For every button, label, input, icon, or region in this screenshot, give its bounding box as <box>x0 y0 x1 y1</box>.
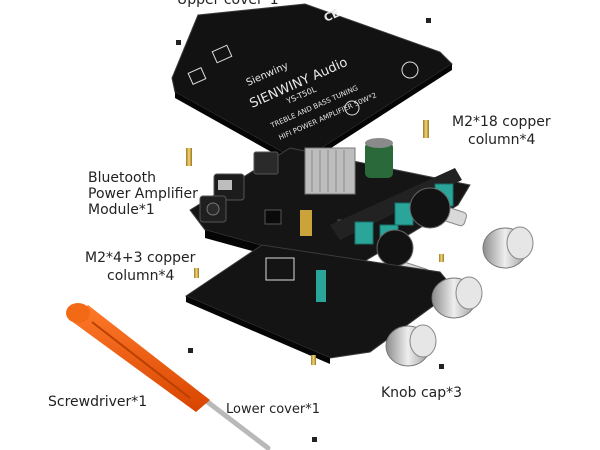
dial-icon-2 <box>344 100 360 116</box>
pot-base <box>316 270 326 302</box>
capacitor <box>365 138 393 178</box>
upper-cover: Sienwiny SIENWINY Audio YS-T50L TREBLE A… <box>171 3 453 168</box>
screws-bottom <box>188 348 444 442</box>
bt-module-label-line1: Bluetooth <box>88 170 156 186</box>
copper-18-label-line1: M2*18 copper <box>452 114 551 130</box>
knob-cap-label: Knob cap*3 <box>381 385 463 401</box>
upper-cover-label: Upper cover*1 <box>177 0 279 8</box>
knob-caps <box>385 226 534 367</box>
usb-icon <box>187 67 207 85</box>
copper-18-label-line2: column*4 <box>468 132 536 148</box>
dial-icon <box>401 61 419 79</box>
copper-columns-4 <box>194 254 444 365</box>
copper-4-label-line1: M2*4+3 copper <box>85 250 196 266</box>
copper-4-label-line2: column*4 <box>107 268 175 284</box>
lower-cover-label: Lower cover*1 <box>226 402 320 417</box>
knob-cap-3 <box>385 324 437 367</box>
copper-columns-18 <box>186 120 429 166</box>
lower-cover <box>184 244 456 364</box>
screws-top <box>176 18 431 45</box>
knob-cap-2 <box>431 276 483 319</box>
bt-module-label-line3: Module*1 <box>88 202 155 218</box>
ce-mark: CE <box>322 7 342 25</box>
heatsink <box>304 147 356 195</box>
screwdriver <box>66 303 271 450</box>
port-icon <box>211 44 233 64</box>
copper-standoff <box>300 210 312 236</box>
knob-cap-1 <box>482 226 534 269</box>
power-jack <box>253 151 279 175</box>
bt-module-label-line2: Power Amplifier <box>88 186 198 202</box>
screwdriver-label: Screwdriver*1 <box>48 394 148 410</box>
bt-logo <box>265 257 295 281</box>
